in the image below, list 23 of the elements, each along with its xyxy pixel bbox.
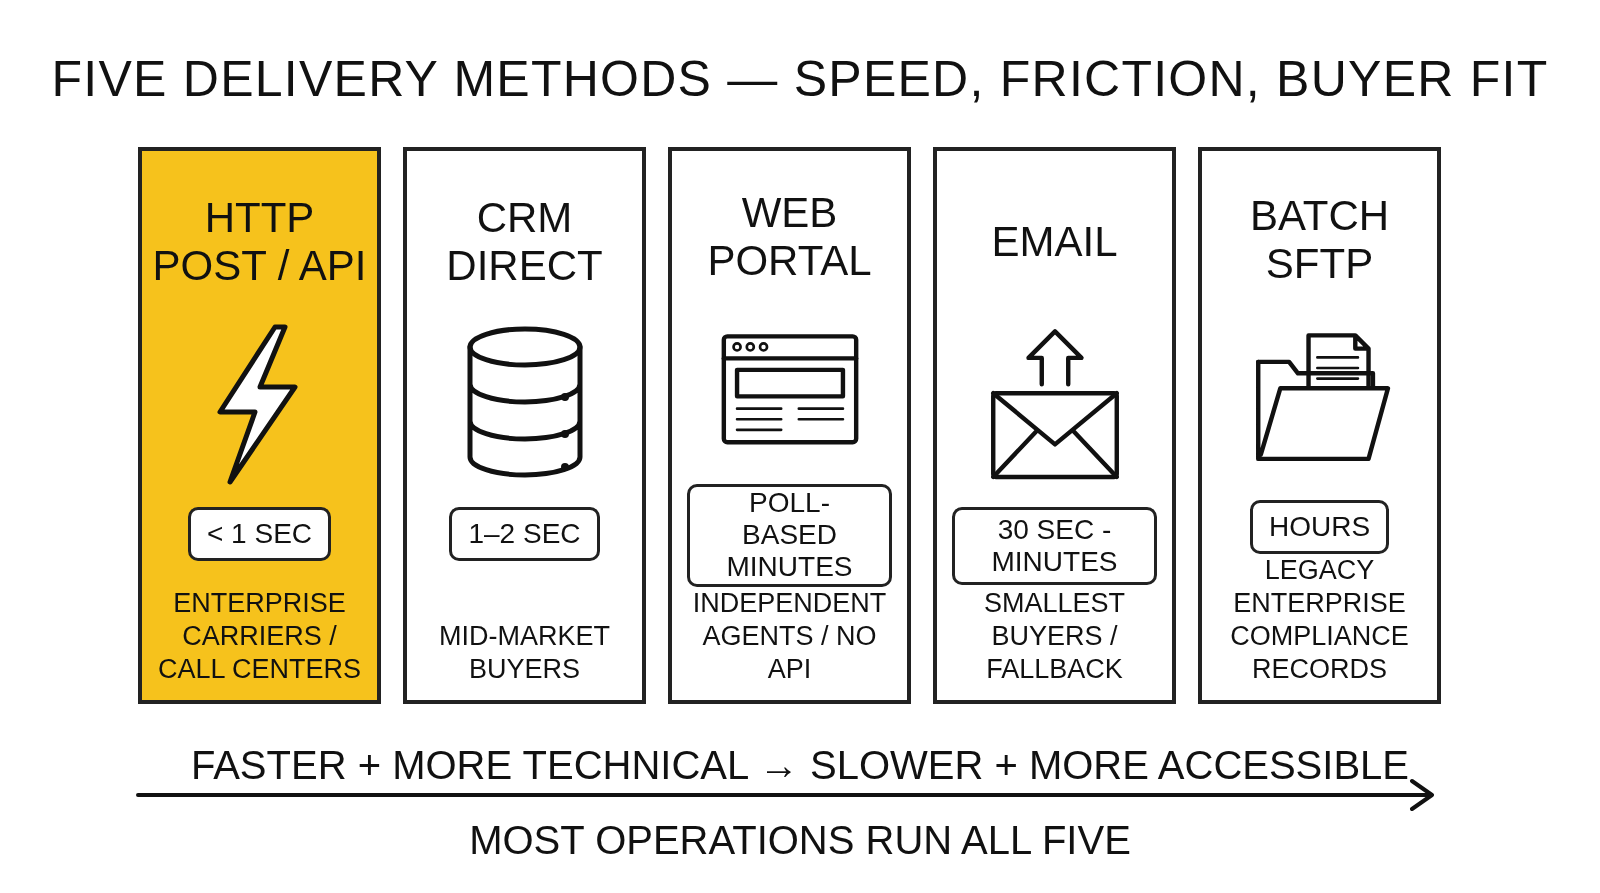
time-badge: 1–2 SEC [449,507,600,561]
buyer-description: MID-MARKET BUYERS [438,620,611,686]
column-heading: CRM DIRECT [445,193,604,291]
buyer-description: LEGACY ENTERPRISE COMPLIANCE RECORDS [1229,554,1410,686]
column-heading: BATCH SFTP [1248,191,1391,290]
time-badge: 30 SEC - MINUTES [952,507,1157,585]
method-column [138,147,381,704]
buyer-description: ENTERPRISE CARRIERS / CALL CENTERS [156,587,363,686]
method-column [403,147,646,704]
time-badge: HOURS [1249,500,1390,554]
column-heading: EMAIL [990,217,1119,267]
time-badge: < 1 SEC [187,507,332,561]
method-column [1198,147,1441,704]
time-badge: POLL-BASED MINUTES [687,483,892,587]
column-heading: WEB PORTAL [706,187,873,286]
method-column [933,147,1176,704]
buyer-description: SMALLEST BUYERS / FALLBACK [982,587,1127,686]
column-heading: HTTP POST / API [151,193,368,291]
spectrum-label: FASTER + MORE TECHNICAL → SLOWER + MORE ACCESSIBLE [189,742,1411,789]
buyer-description: INDEPENDENT AGENTS / NO API [691,587,888,686]
method-column [668,147,911,704]
title: FIVE DELIVERY METHODS — SPEED, FRICTION, BUYER FIT [50,50,1550,109]
footnote: MOST OPERATIONS RUN ALL FIVE [468,817,1132,864]
